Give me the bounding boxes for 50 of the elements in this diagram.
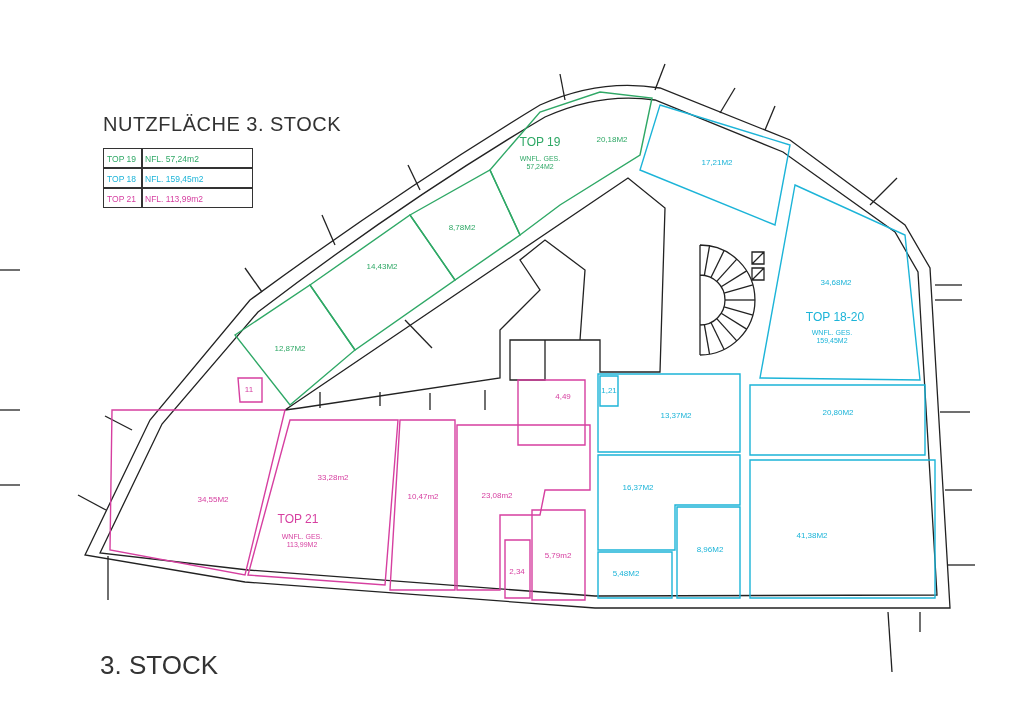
area-label: 8,78M2 xyxy=(448,223,476,233)
table-cell: NFL. 159,45m2 xyxy=(141,168,253,188)
room-outline xyxy=(640,105,790,225)
room-outline xyxy=(518,380,585,445)
area-label: 13,37M2 xyxy=(660,411,692,421)
area-label: 5,79m2 xyxy=(544,551,572,561)
area-label: 34,55M2 xyxy=(197,495,229,505)
room-outline xyxy=(532,510,585,600)
area-label: 17,21M2 xyxy=(701,158,733,168)
area-label: 8,96M2 xyxy=(696,545,724,555)
floor-caption: 3. STOCK xyxy=(100,650,218,681)
room-outline xyxy=(598,374,740,452)
room-outline xyxy=(457,425,590,590)
area-label: 20,18M2 xyxy=(596,135,628,145)
room-outline xyxy=(238,378,262,402)
area-label: 14,43M2 xyxy=(366,262,398,272)
area-label: 5,48M2 xyxy=(612,569,640,579)
room-outline xyxy=(677,507,740,598)
area-label: 41,38M2 xyxy=(796,531,828,541)
room-outline xyxy=(750,385,925,455)
area-label: 20,80M2 xyxy=(822,408,854,418)
area-label: 33,28m2 xyxy=(317,473,349,483)
room-outline xyxy=(600,376,618,406)
area-label: 12,87M2 xyxy=(274,344,306,354)
area-label: 1,21 xyxy=(601,386,617,396)
table-cell: NFL. 113,99m2 xyxy=(141,188,253,208)
unit-name: TOP 18-20 xyxy=(805,311,865,325)
area-label: 23,08m2 xyxy=(481,491,513,501)
room-outline xyxy=(760,185,920,380)
room-outline xyxy=(410,170,520,280)
room-outline xyxy=(390,420,455,590)
area-label: 16,37M2 xyxy=(622,483,654,493)
table-cell: TOP 18 xyxy=(103,168,143,188)
table-cell: NFL. 57,24m2 xyxy=(141,148,253,168)
table-cell: TOP 19 xyxy=(103,148,143,168)
room-outline xyxy=(598,552,672,598)
room-outline xyxy=(248,420,398,585)
area-label: 34,68M2 xyxy=(820,278,852,288)
room-outline xyxy=(490,92,652,235)
unit-name: TOP 21 xyxy=(277,513,319,527)
area-label: 11 xyxy=(244,385,254,395)
room-outline xyxy=(750,460,935,598)
room-outline xyxy=(505,540,530,598)
unit-name: TOP 19 xyxy=(519,136,561,150)
area-label: 10,47m2 xyxy=(407,492,439,502)
table-cell: TOP 21 xyxy=(103,188,143,208)
area-label: 2,34 xyxy=(509,567,525,577)
plan-title: NUTZFLÄCHE 3. STOCK xyxy=(103,113,342,136)
room-outline xyxy=(235,285,355,405)
area-label: 4,49 xyxy=(555,392,571,402)
